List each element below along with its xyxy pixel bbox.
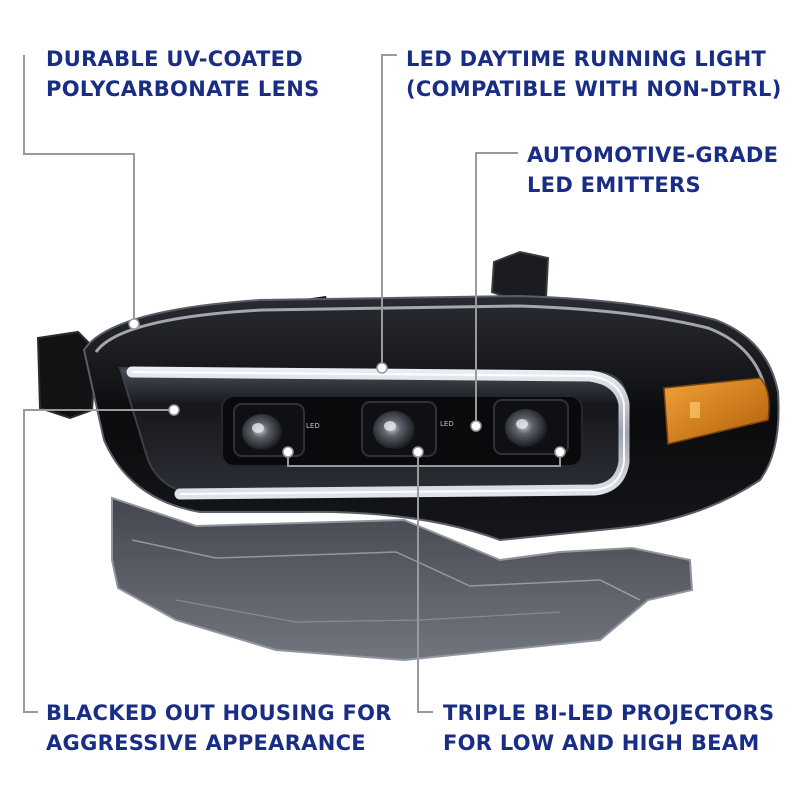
polycarbonate-lens (94, 304, 768, 393)
leader-housing (23, 409, 174, 713)
callout-lens: DURABLE UV-COATED POLYCARBONATE LENS (46, 44, 320, 104)
leader-projector-bar (287, 453, 561, 467)
callout-drl-line1: LED DAYTIME RUNNING LIGHT (406, 47, 767, 71)
lower-housing (111, 496, 694, 662)
callout-projectors: TRIPLE BI-LED PROJECTORS FOR LOW AND HIG… (443, 698, 774, 758)
amber-side-marker (663, 377, 770, 445)
projector-badge-2: LED (440, 420, 454, 428)
callout-drl-line2: (COMPATIBLE WITH NON-DTRL) (406, 77, 782, 101)
leader-lens (23, 55, 135, 322)
callout-emitters-line1: AUTOMOTIVE-GRADE (527, 143, 779, 167)
dot-housing (168, 404, 180, 416)
callout-housing: BLACKED OUT HOUSING FOR AGGRESSIVE APPEA… (46, 698, 392, 758)
leader-drl (381, 54, 397, 366)
top-mount-bracket (490, 250, 550, 304)
leader-dots (128, 318, 566, 458)
callout-projectors-line2: FOR LOW AND HIGH BEAM (443, 731, 760, 755)
dot-emitters (470, 420, 482, 432)
dot-projector-3 (554, 446, 566, 458)
dot-lens (128, 318, 140, 330)
callout-housing-line2: AGGRESSIVE APPEARANCE (46, 731, 366, 755)
projector-badge-1: LED (306, 422, 320, 430)
dot-drl (376, 362, 388, 374)
projector-3 (493, 399, 569, 455)
dot-projector-2 (412, 446, 424, 458)
leader-emitters (475, 152, 518, 426)
callout-emitters-line2: LED EMITTERS (527, 173, 701, 197)
leader-lines (23, 54, 561, 713)
dot-projector-1 (282, 446, 294, 458)
callout-lens-line2: POLYCARBONATE LENS (46, 77, 320, 101)
projector-1 (233, 403, 305, 457)
callout-projectors-line1: TRIPLE BI-LED PROJECTORS (443, 701, 775, 725)
leader-projectors (417, 453, 433, 713)
callout-housing-line1: BLACKED OUT HOUSING FOR (46, 701, 392, 725)
callout-drl: LED DAYTIME RUNNING LIGHT (COMPATIBLE WI… (406, 44, 782, 104)
callout-lens-line1: DURABLE UV-COATED (46, 47, 303, 71)
projector-2 (361, 401, 437, 457)
callout-emitters: AUTOMOTIVE-GRADE LED EMITTERS (527, 140, 778, 200)
